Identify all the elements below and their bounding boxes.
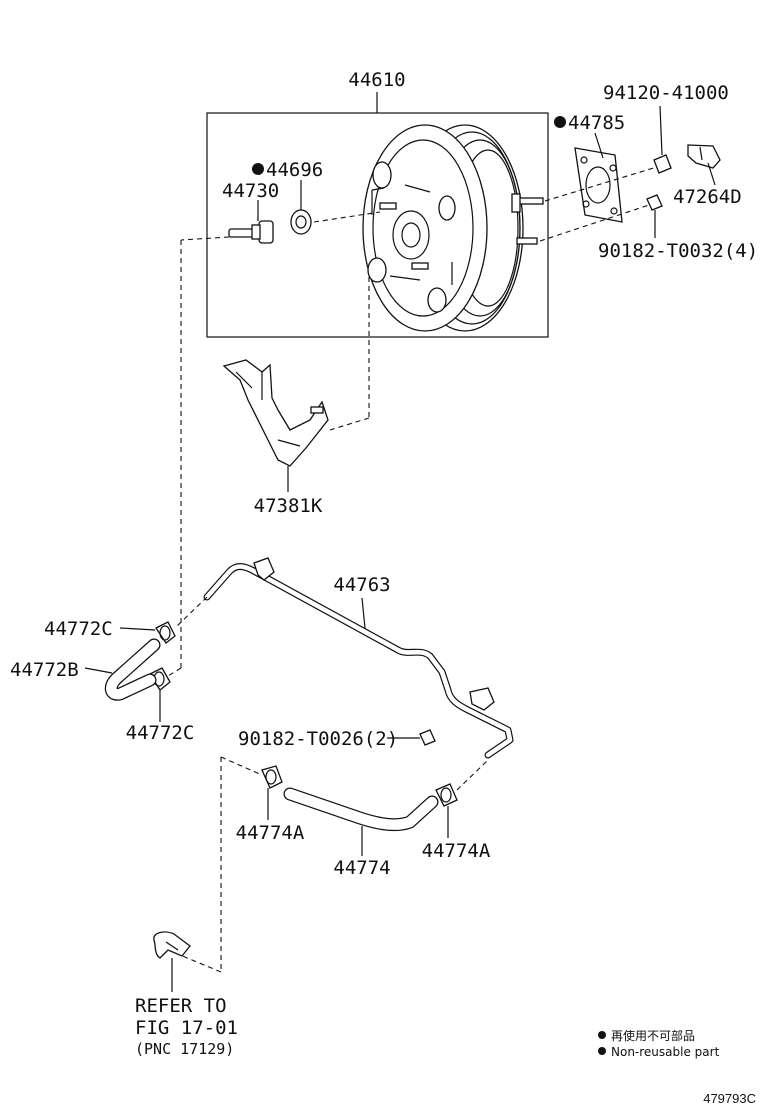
brake-booster	[362, 124, 544, 332]
vacuum-pipe	[203, 563, 514, 759]
non-reusable-marker-grommet	[252, 163, 264, 175]
illustration-id: 479793C	[703, 1091, 756, 1106]
hose-short	[104, 638, 161, 701]
pipe-nut	[419, 729, 436, 746]
pipe-clip-lower	[469, 687, 495, 711]
legend-jp: 再使用不可部品	[611, 1028, 695, 1043]
callout-clip-upper: 44772C	[44, 618, 113, 640]
callout-cap: 94120-41000	[603, 82, 729, 104]
reference-connector	[153, 931, 191, 959]
callout-pipe-nut: 90182-T0026(2)	[238, 728, 398, 750]
refer-to-line1: REFER TO	[135, 995, 227, 1017]
callout-grommet: 44696	[266, 159, 323, 181]
clip-lower	[149, 667, 171, 691]
callout-clip-hose-right: 44774A	[422, 840, 491, 862]
legend-marker-jp	[598, 1031, 606, 1039]
bracket	[222, 359, 329, 467]
callout-clip-lower: 44772C	[126, 722, 195, 744]
clip-upper	[155, 621, 176, 644]
retainer	[687, 144, 721, 169]
callout-gasket: 44785	[568, 112, 625, 134]
hose-long	[283, 787, 439, 832]
grommet	[290, 209, 312, 235]
clip-hose-right	[435, 783, 458, 807]
refer-to-line3: (PNC 17129)	[135, 1040, 234, 1058]
callout-booster-nut: 90182-T0032(4)	[598, 240, 758, 262]
callout-vacuum-pipe: 44763	[333, 574, 390, 596]
callout-hose-long: 44774	[333, 857, 390, 879]
callout-retainer: 47264D	[673, 186, 742, 208]
pipe-clip-upper	[253, 557, 275, 581]
callout-hose-short: 44772B	[10, 659, 79, 681]
callout-booster-assembly: 44610	[348, 69, 405, 91]
legend-marker-en	[598, 1047, 606, 1055]
legend-en: Non-reusable part	[611, 1045, 720, 1059]
non-reusable-marker-gasket	[554, 116, 566, 128]
callout-check-valve: 44730	[222, 180, 279, 202]
callout-bracket: 47381K	[254, 495, 323, 517]
refer-to-line2: FIG 17-01	[135, 1017, 238, 1039]
clip-hose-left	[261, 765, 283, 789]
check-valve	[228, 220, 274, 244]
booster-nut	[646, 194, 663, 211]
callout-clip-hose-left: 44774A	[236, 822, 305, 844]
cap	[653, 154, 672, 174]
